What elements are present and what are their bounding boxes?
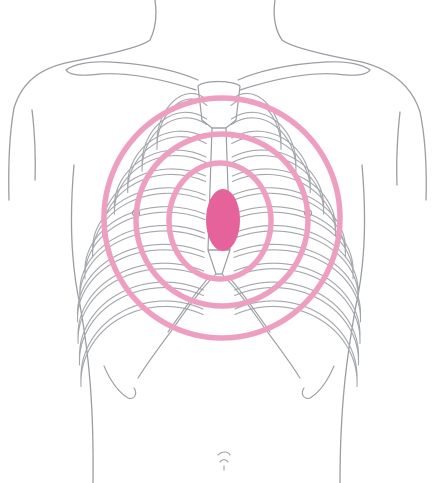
center-spot xyxy=(206,189,240,251)
clavicles xyxy=(66,62,370,90)
rib-line xyxy=(81,306,203,386)
rib-line xyxy=(102,169,205,230)
torso-outline xyxy=(9,62,427,483)
rib-line xyxy=(232,169,335,230)
rib-line xyxy=(128,137,207,193)
navel xyxy=(218,452,230,470)
rib-line xyxy=(235,306,357,386)
rib-line xyxy=(234,244,361,316)
rib-line xyxy=(233,188,346,252)
rib-line xyxy=(93,188,206,252)
rib-line xyxy=(142,118,207,171)
neck-outline xyxy=(70,0,362,62)
